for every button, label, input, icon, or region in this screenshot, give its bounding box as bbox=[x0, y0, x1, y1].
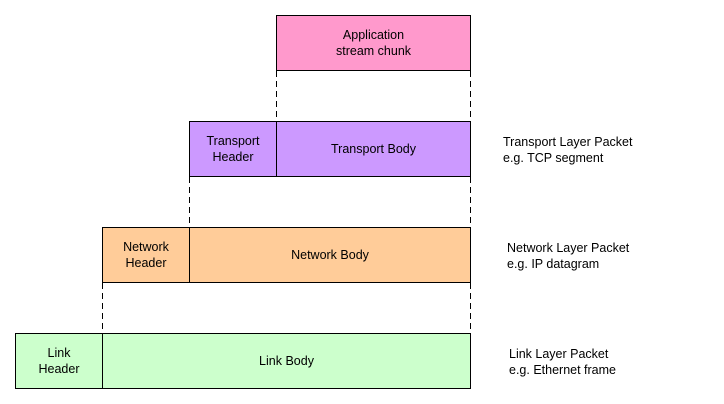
application-chunk-label: Application stream chunk bbox=[335, 28, 412, 58]
application-stream-chunk: Application stream chunk bbox=[276, 15, 471, 71]
link-header-label: Link Header bbox=[38, 346, 80, 376]
network-body-label: Network Body bbox=[291, 248, 369, 262]
link-header: Link Header bbox=[15, 333, 103, 389]
link-body: Link Body bbox=[102, 333, 471, 389]
transport-body-label: Transport Body bbox=[331, 142, 416, 156]
network-body: Network Body bbox=[189, 227, 471, 283]
link-body-label: Link Body bbox=[259, 354, 314, 368]
transport-header: Transport Header bbox=[189, 121, 277, 177]
transport-description: Transport Layer Packet e.g. TCP segment bbox=[503, 135, 633, 165]
transport-body: Transport Body bbox=[276, 121, 471, 177]
network-description: Network Layer Packet e.g. IP datagram bbox=[507, 241, 630, 271]
network-header-label: Network Header bbox=[123, 240, 169, 270]
link-description: Link Layer Packet e.g. Ethernet frame bbox=[509, 347, 617, 377]
transport-header-label: Transport Header bbox=[206, 134, 260, 164]
network-header: Network Header bbox=[102, 227, 190, 283]
